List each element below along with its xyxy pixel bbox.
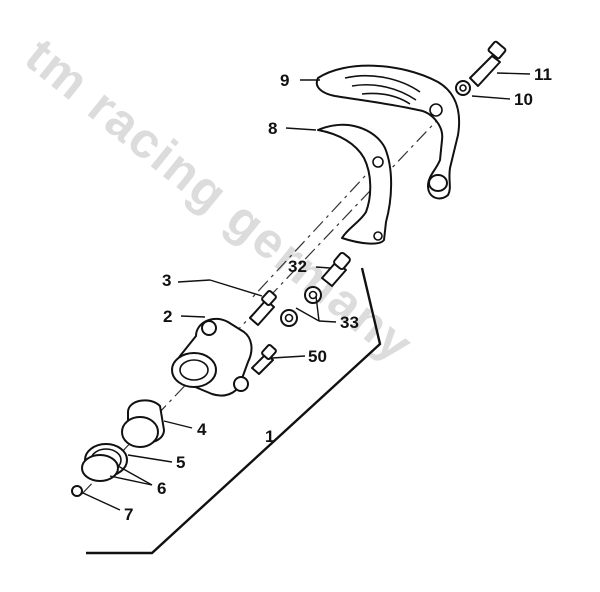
callout-7: 7 [124,505,133,524]
callout-9: 9 [280,71,289,90]
part-50-mounting-bolt [251,344,277,375]
part-3-banjo-bolt [249,290,277,326]
callout-11: 11 [534,65,552,84]
axis-line-secondary [249,161,379,301]
callout-3: 3 [162,271,171,290]
assembly-bracket [86,267,382,555]
part-10-nut [455,80,471,96]
callout-5: 5 [176,453,185,472]
callout-2: 2 [163,307,172,326]
callout-8: 8 [268,119,277,138]
part-9-chain-guide [315,64,461,200]
part-2-caliper-housing [171,317,253,397]
callout-10: 10 [514,90,533,109]
part-32-bleed-screw [321,252,351,287]
callout-50: 50 [308,347,327,366]
part-11-bolt [469,40,507,87]
callout-1: 1 [265,427,274,446]
part-8-shield-plate [317,123,393,245]
part-6-dust-boot [81,454,119,482]
callout-32: 32 [288,257,307,276]
part-7-ball [71,485,83,497]
part-4-piston [121,399,165,448]
callout-33: 33 [340,313,359,332]
callout-6: 6 [157,479,166,498]
leader-lines [82,72,531,511]
callout-4: 4 [197,420,207,439]
